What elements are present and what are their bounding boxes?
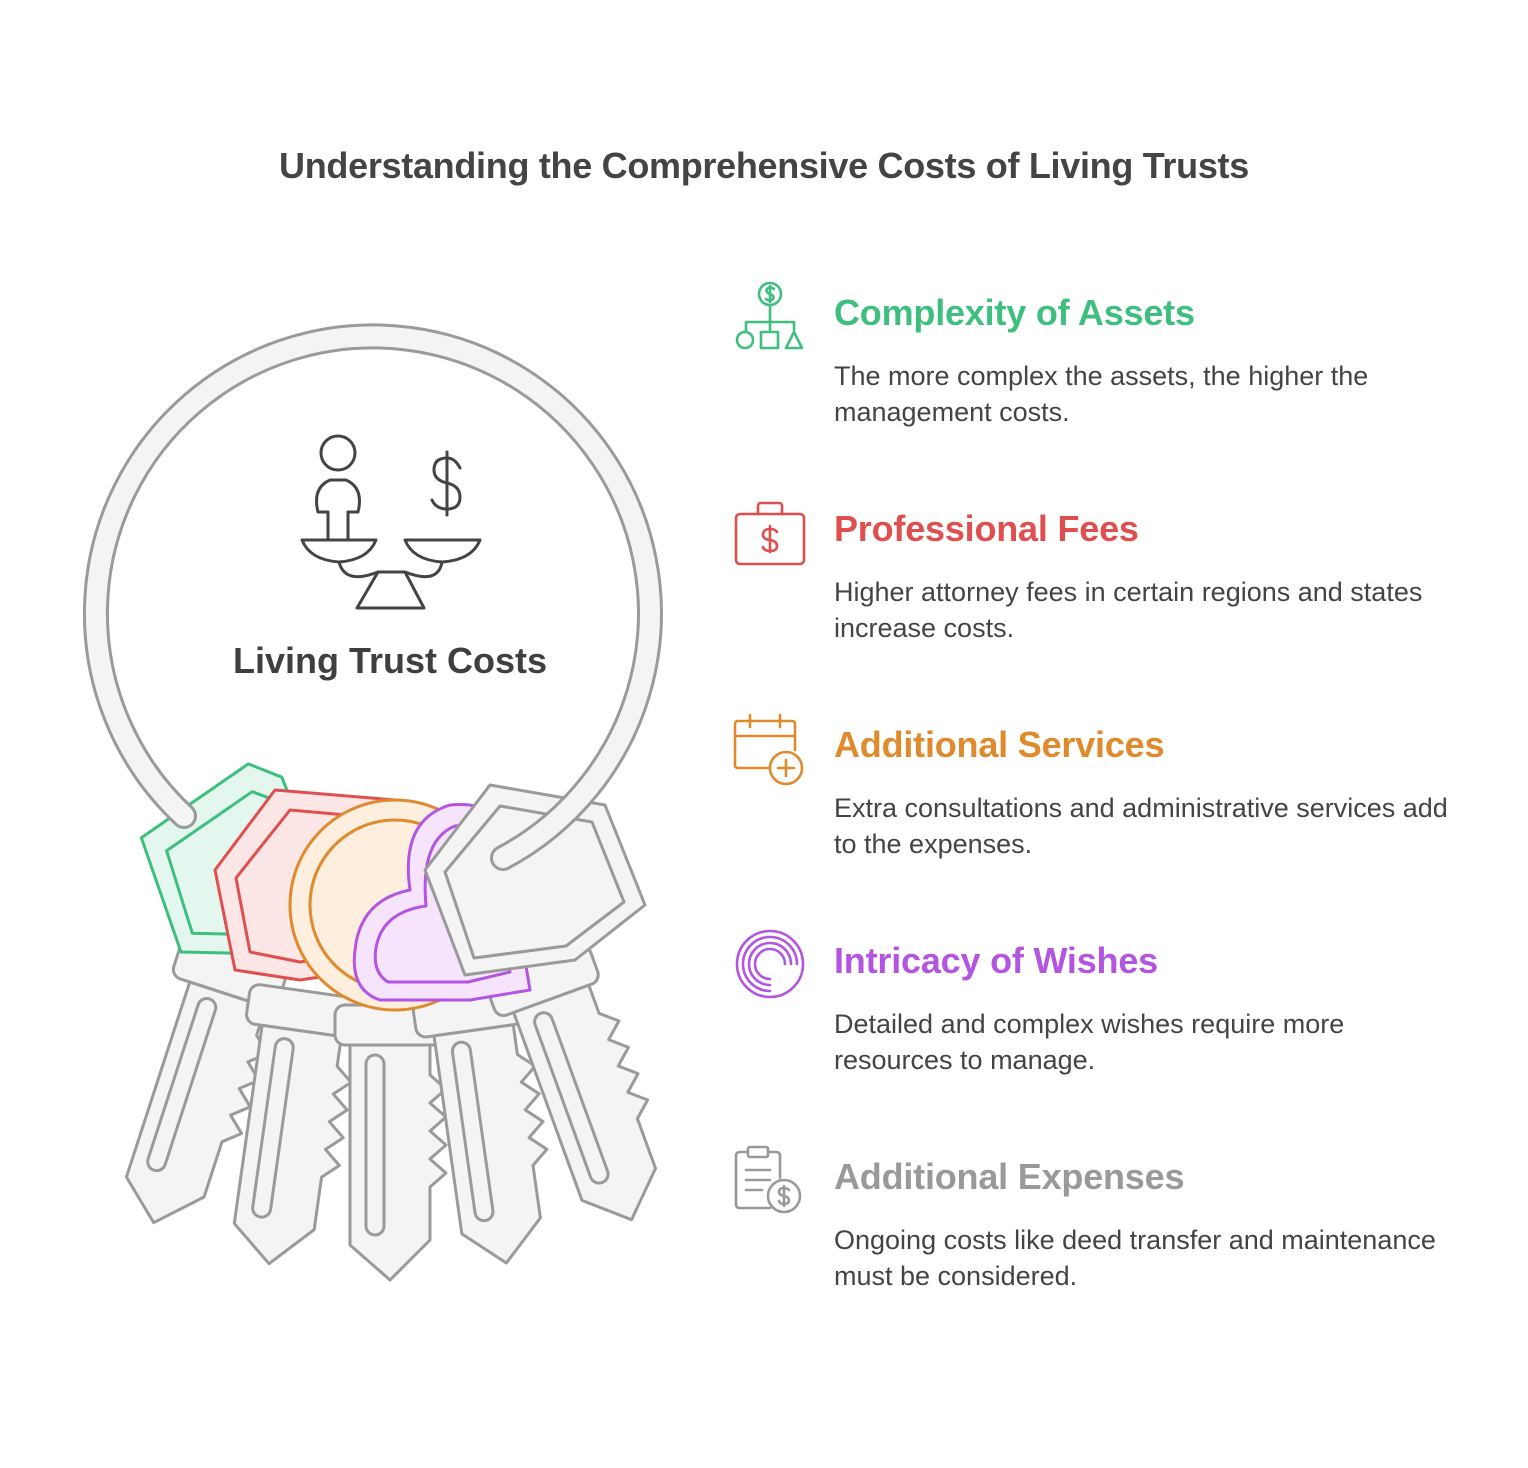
item-description: Higher attorney fees in certain regions …	[834, 577, 1423, 643]
calendar-plus-icon	[730, 712, 810, 792]
page-title: Understanding the Comprehensive Costs of…	[279, 145, 1249, 186]
spiral-icon	[730, 928, 810, 1008]
item-description: Extra consultations and administrative s…	[834, 793, 1448, 859]
key-blade-5	[485, 944, 658, 1222]
key-ring	[82, 323, 663, 871]
item-description: Ongoing costs like deed transfer and mai…	[834, 1225, 1436, 1291]
item-title: Complexity of Assets	[834, 292, 1195, 333]
person-scale-dollar-icon	[300, 434, 482, 610]
briefcase-dollar-icon	[730, 496, 810, 576]
item-description: Detailed and complex wishes require more…	[834, 1009, 1345, 1075]
document-dollar-icon	[730, 1144, 810, 1224]
center-label: Living Trust Costs	[232, 640, 548, 681]
key-blade-3	[333, 1003, 448, 1282]
item-title: Professional Fees	[834, 508, 1139, 549]
item-professional-fees: Professional Fees Higher attorney fees i…	[730, 496, 1490, 696]
item-title: Additional Expenses	[834, 1156, 1185, 1197]
item-additional-expenses: Additional Expenses Ongoing costs like d…	[730, 1144, 1490, 1344]
item-additional-services: Additional Services Extra consultations …	[730, 712, 1490, 912]
item-complexity-of-assets: Complexity of Assets The more complex th…	[730, 280, 1490, 480]
key-head-gray	[423, 783, 647, 977]
asset-hierarchy-icon	[730, 280, 810, 360]
key-blade-2	[232, 983, 360, 1266]
item-title: Intricacy of Wishes	[834, 940, 1158, 981]
item-description: The more complex the assets, the higher …	[834, 361, 1369, 427]
item-title: Additional Services	[834, 724, 1165, 765]
item-intricacy-of-wishes: Intricacy of Wishes Detailed and complex…	[730, 928, 1490, 1128]
